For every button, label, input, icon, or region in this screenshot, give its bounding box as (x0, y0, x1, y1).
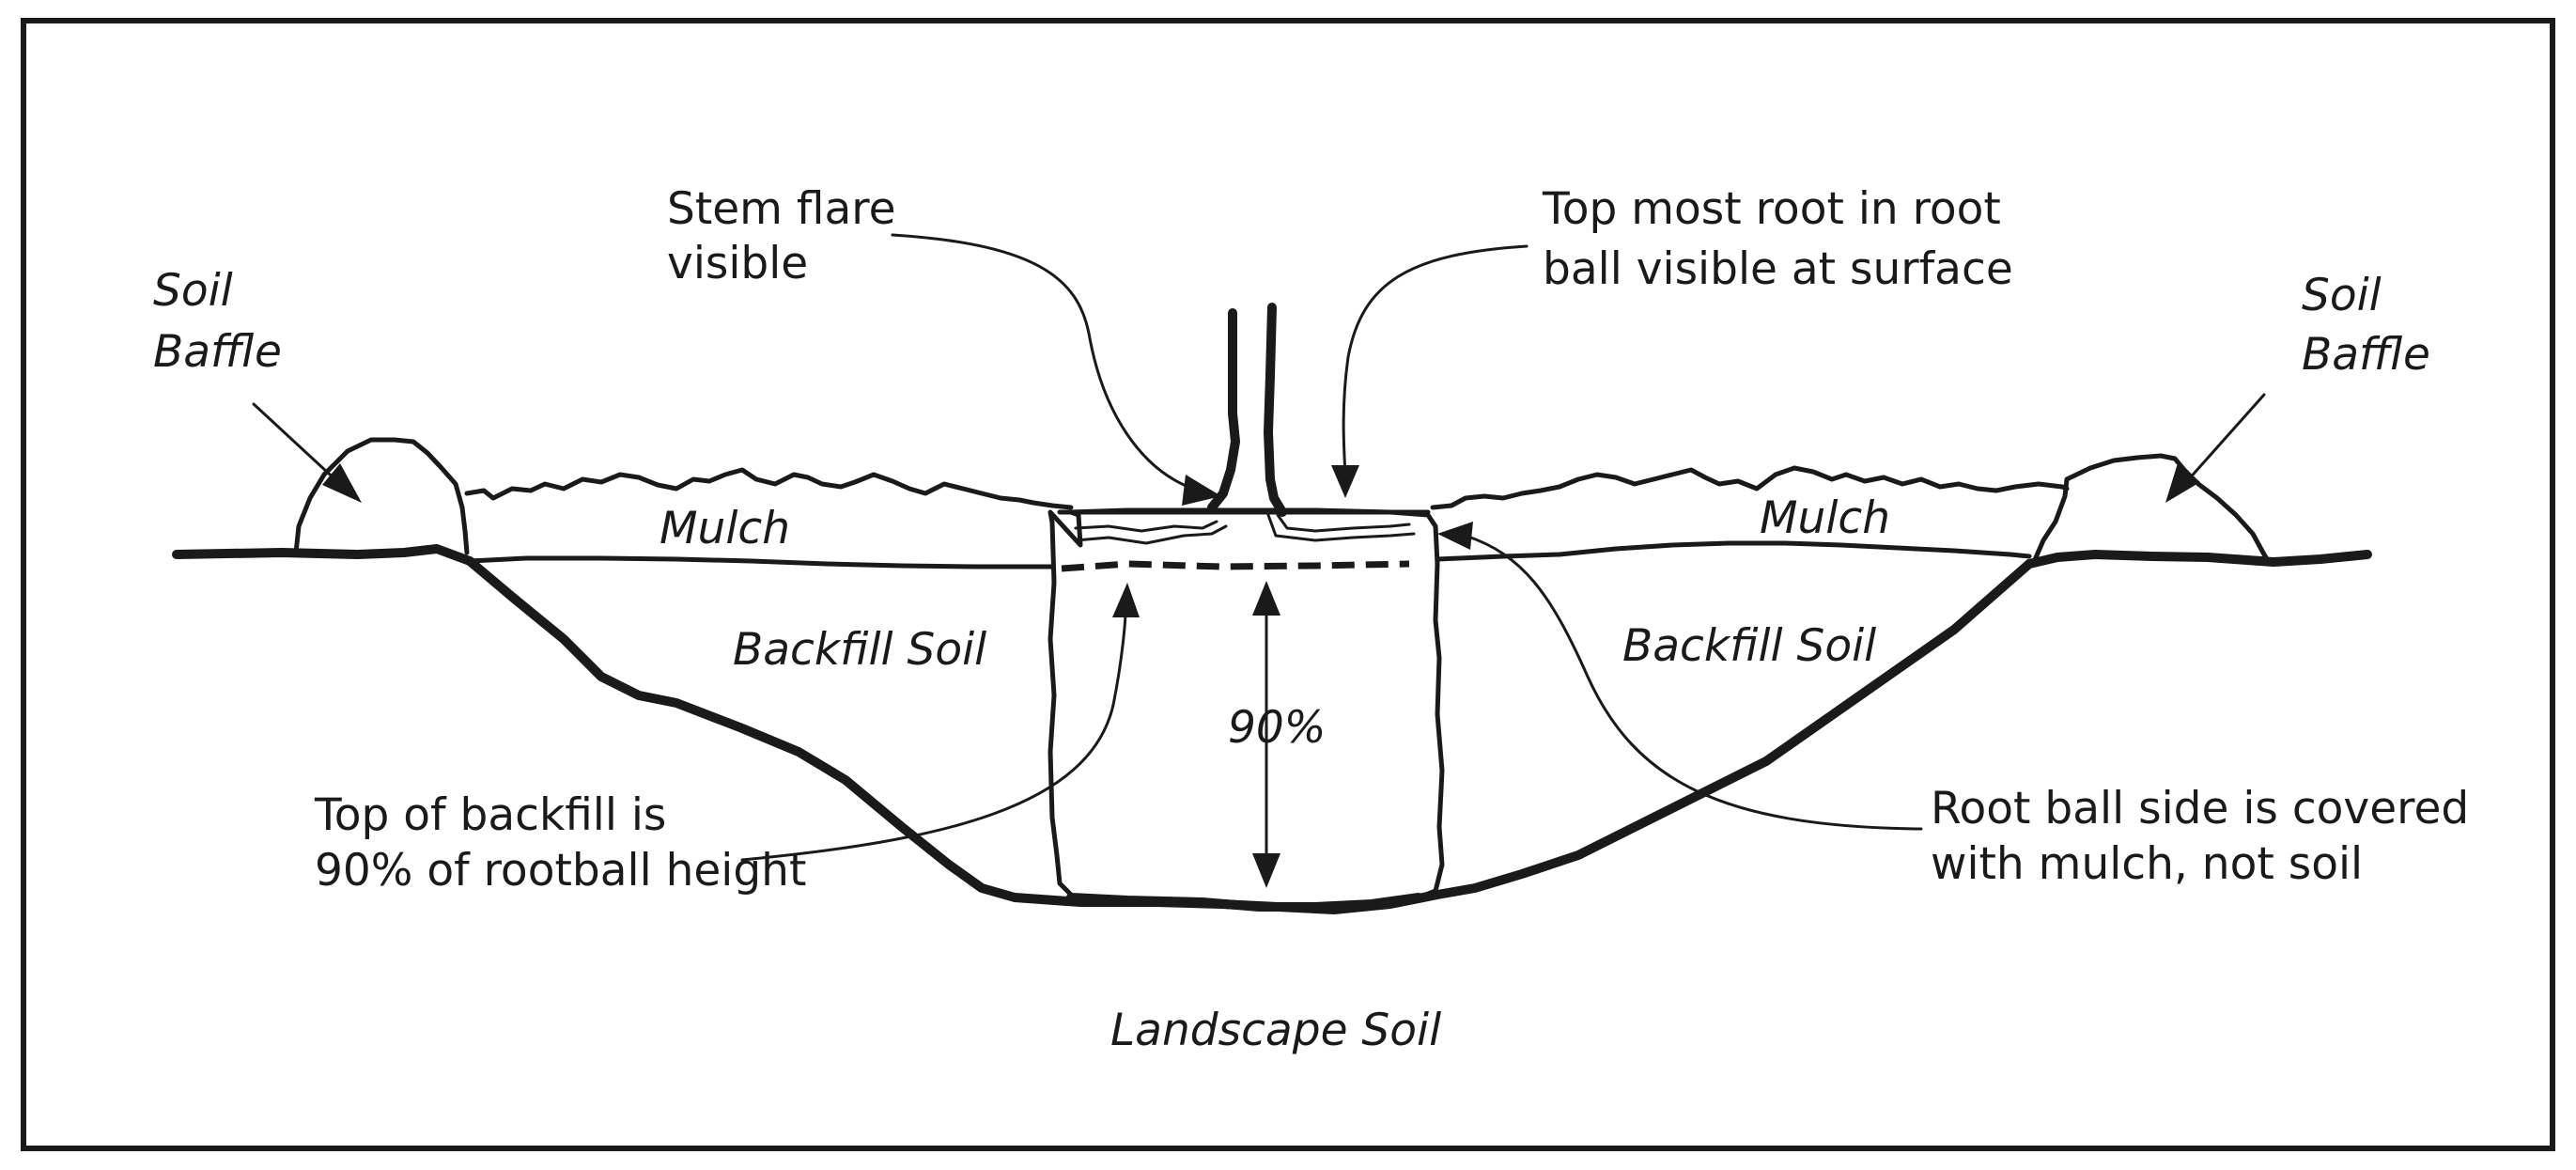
stem-left (1207, 308, 1240, 512)
soil-baffle-right-label-line1: Soil (2302, 270, 2382, 321)
backfill-dashed-line (1061, 560, 1410, 572)
ground-line-right (2025, 550, 2372, 569)
stem-flare-arrow-icon (1182, 475, 1221, 506)
soil-baffle-right-label-line2: Baffle (2302, 329, 2430, 381)
top-of-backfill-leader (740, 609, 1127, 862)
stem-flare-label-line2: visible (667, 238, 808, 289)
mulch-top-left (464, 467, 1074, 510)
top-of-backfill-label-line1: Top of backfill is (314, 789, 666, 841)
percent-label: 90% (1228, 702, 1326, 754)
percent-arrow-down-icon (1252, 853, 1280, 888)
top-root-leader (1342, 244, 1529, 476)
top-of-backfill-label-line2: 90% of rootball height (315, 845, 806, 897)
root-ball-side-label-line1: Root ball side is covered (1931, 783, 2469, 835)
soil-baffle-left-label-line1: Soil (153, 265, 233, 317)
soil-baffle-right-leader (2185, 393, 2266, 483)
mulch-top-right (1430, 465, 2070, 510)
landscape-soil-label: Landscape Soil (1110, 1005, 1441, 1056)
root-line-right-1 (1276, 513, 1411, 533)
root-line-right-2 (1266, 513, 1416, 542)
top-root-label-line1: Top most root in root (1542, 183, 2001, 235)
frame-border (21, 18, 2555, 1151)
mulch-bottom-left (467, 555, 1055, 569)
root-line-left-2 (1074, 524, 1228, 545)
top-of-backfill-arrow-icon (1112, 583, 1140, 617)
rootball-bottom (1066, 893, 1423, 912)
soil-baffle-left-arrow-icon (322, 463, 362, 503)
top-root-label-line2: ball visible at surface (1543, 243, 2013, 295)
root-ball-side-label-line2: with mulch, not soil (1931, 838, 2363, 890)
stem-flare-leader (891, 233, 1195, 491)
soil-baffle-right (2031, 453, 2272, 565)
soil-baffle-left-label-line2: Baffle (153, 326, 282, 378)
stem-right (1264, 303, 1287, 517)
root-ball-side-arrow-icon (1437, 522, 1473, 550)
backfill-left-label: Backfill Soil (733, 624, 986, 676)
percent-arrow-up-icon (1252, 581, 1280, 616)
ground-line-left (172, 544, 474, 566)
top-root-arrow-icon (1331, 465, 1359, 498)
stem-flare-label-line1: Stem flare (667, 183, 896, 235)
soil-baffle-right-arrow-icon (2165, 463, 2200, 503)
mulch-right-label: Mulch (1760, 492, 1890, 544)
root-line-left-1 (1074, 520, 1218, 533)
root-ball-side-leader (1464, 534, 1923, 831)
mulch-bottom-right (1435, 540, 2032, 562)
mulch-left-label: Mulch (660, 503, 790, 554)
backfill-right-label: Backfill Soil (1622, 620, 1876, 672)
soil-baffle-left-leader (252, 402, 342, 486)
soil-baffle-left (293, 437, 470, 555)
